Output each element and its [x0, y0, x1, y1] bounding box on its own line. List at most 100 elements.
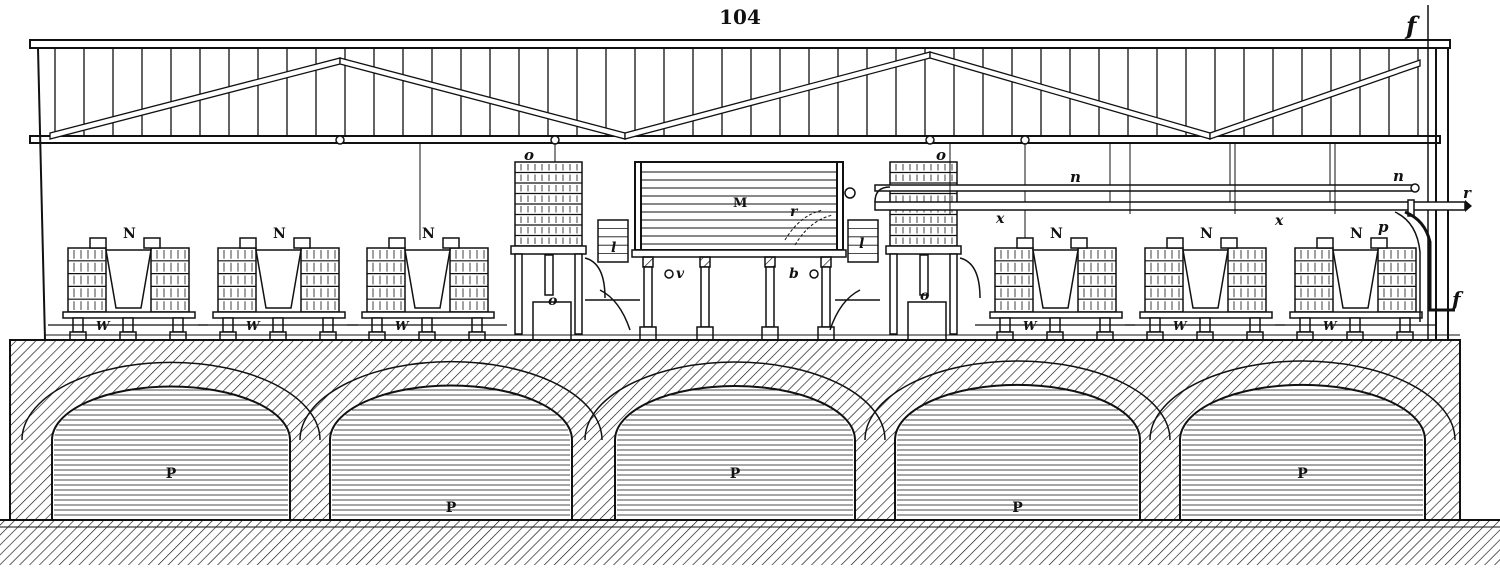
label-pipe-p: p — [1378, 218, 1389, 236]
hopper — [255, 249, 302, 309]
hopper — [1182, 249, 1229, 309]
small-box-l — [847, 219, 879, 263]
hopper-lid — [89, 237, 107, 249]
label-pipe-x-1: x — [995, 211, 1005, 227]
vat-foot — [219, 331, 237, 341]
hopper-lid — [1370, 237, 1388, 249]
tank-stand-leg — [574, 253, 583, 335]
vat-foot — [69, 331, 87, 341]
label-vat-N: N — [1350, 226, 1363, 242]
valve-v-icon — [664, 269, 674, 279]
label-tank-o-4: o — [920, 288, 929, 304]
inner-pipe-r — [784, 209, 834, 246]
vat-platform — [62, 311, 196, 319]
label-pipe-x-2: x — [1274, 213, 1284, 229]
leg-foot — [761, 326, 779, 341]
vat-foot — [1146, 331, 1164, 341]
vat-foot — [1046, 331, 1064, 341]
label-vat-N: N — [273, 226, 286, 242]
cellar-arch-opening — [614, 385, 856, 521]
label-cellar-P: P — [1012, 500, 1023, 516]
small-box-l — [597, 219, 629, 263]
hopper-lid — [442, 237, 460, 249]
vat-platform — [361, 311, 495, 319]
label-pipe-r: r — [1463, 184, 1472, 202]
hopper — [404, 249, 451, 309]
pipe-r-arrow — [1465, 200, 1472, 212]
leg-capital — [764, 256, 776, 268]
hopper-lid — [1220, 237, 1238, 249]
hopper — [1332, 249, 1379, 309]
roof-top-beam — [29, 39, 1451, 49]
label-f-top: f — [1404, 11, 1420, 40]
tank-stand-leg — [514, 253, 523, 335]
hopper-lid — [388, 237, 406, 249]
hopper-lid — [239, 237, 257, 249]
label-cellar-P: P — [446, 500, 457, 516]
pipe-x — [874, 201, 1466, 211]
tank-leg — [821, 266, 831, 328]
tank-stand-top — [885, 245, 962, 255]
leg-foot — [696, 326, 714, 341]
truss-diagonal — [49, 57, 341, 140]
cellar-arch-opening — [894, 383, 1141, 521]
arch-voussoir — [584, 361, 886, 441]
hopper-lid — [293, 237, 311, 249]
roof-bottom-beam — [29, 135, 1441, 144]
vat-foot — [368, 331, 386, 341]
receiver-box — [907, 301, 947, 341]
vat-foot — [1246, 331, 1264, 341]
vat-foot — [319, 331, 337, 341]
label-cellar-P: P — [1297, 466, 1308, 482]
outlet-spout — [919, 254, 929, 296]
pulley-icon — [550, 135, 560, 145]
pulley-icon — [925, 135, 935, 145]
vat-foot — [269, 331, 287, 341]
vat-foot — [119, 331, 137, 341]
tank-stand-leg — [949, 253, 958, 335]
hopper-lid — [1316, 237, 1334, 249]
label-vat-W: W — [246, 319, 261, 333]
vat-platform — [1139, 311, 1273, 319]
left-wall — [37, 47, 46, 341]
label-f-side: f — [1450, 287, 1464, 311]
label-box-l-1: l — [611, 240, 616, 256]
leg-capital — [699, 256, 711, 268]
hopper — [1032, 249, 1079, 309]
vat-foot — [169, 331, 187, 341]
arch-voussoir — [1149, 360, 1456, 441]
pipe-p-f — [1404, 210, 1455, 312]
hopper-lid — [1016, 237, 1034, 249]
hopper — [105, 249, 152, 309]
label-cellar-P: P — [166, 466, 177, 482]
vat-foot — [1296, 331, 1314, 341]
label-vat-N: N — [1050, 226, 1063, 242]
pulley-icon — [1020, 135, 1030, 145]
vat-foot — [418, 331, 436, 341]
truss-diagonal — [339, 57, 626, 140]
label-main-tank-M: M — [733, 196, 747, 211]
vat-foot — [996, 331, 1014, 341]
label-pipe-n-1: n — [1070, 168, 1081, 186]
pulley-icon — [335, 135, 345, 145]
vat-foot — [1096, 331, 1114, 341]
connecting-pipe — [584, 257, 606, 299]
label-valve-b: b — [789, 266, 799, 282]
pipe-p — [1394, 211, 1421, 322]
tank-leg — [700, 266, 710, 328]
label-tank-o-2: o — [936, 146, 946, 164]
vat-platform — [212, 311, 346, 319]
vat-platform — [1289, 311, 1423, 319]
label-valve-v: v — [676, 266, 685, 282]
vat-platform — [989, 311, 1123, 319]
label-tank-o-1: o — [524, 146, 534, 164]
branch-pipes — [585, 289, 880, 331]
valve-n-icon — [1410, 183, 1420, 193]
valve-icon — [844, 187, 856, 199]
truss-diagonal — [1209, 59, 1421, 140]
vat-foot — [1346, 331, 1364, 341]
hopper-lid — [143, 237, 161, 249]
vat-foot — [468, 331, 486, 341]
receiver-box — [532, 301, 572, 341]
